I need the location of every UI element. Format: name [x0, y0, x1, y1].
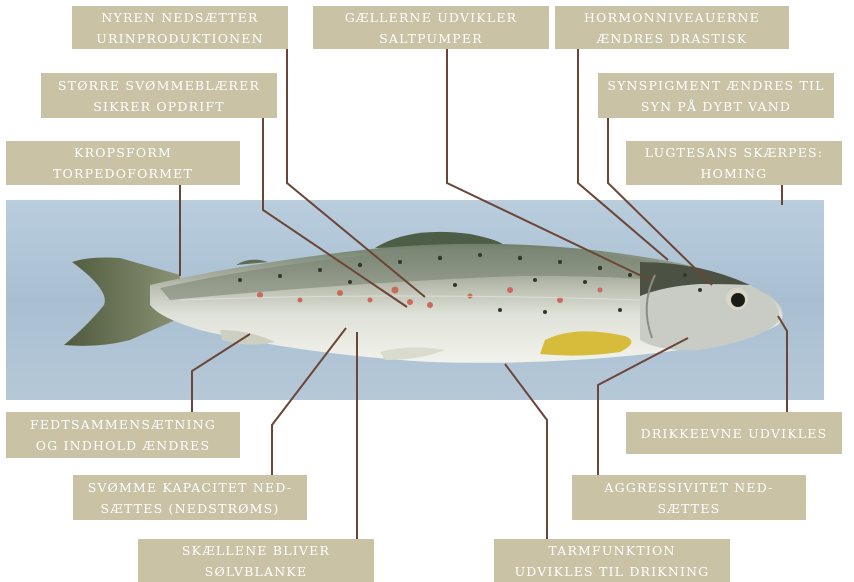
- label-svoemmekapacitet: SVØMME KAPACITET NED-SÆTTES (NEDSTRØMS): [73, 475, 307, 520]
- eye: [731, 293, 745, 307]
- label-lugtesans: LUGTESANS SKÆRPES:HOMING: [626, 141, 842, 185]
- label-aggressivitet: AGGRESSIVITET NED-SÆTTES: [572, 475, 806, 520]
- label-drikkeevne: DRIKKEEVNE UDVIKLES: [626, 412, 842, 454]
